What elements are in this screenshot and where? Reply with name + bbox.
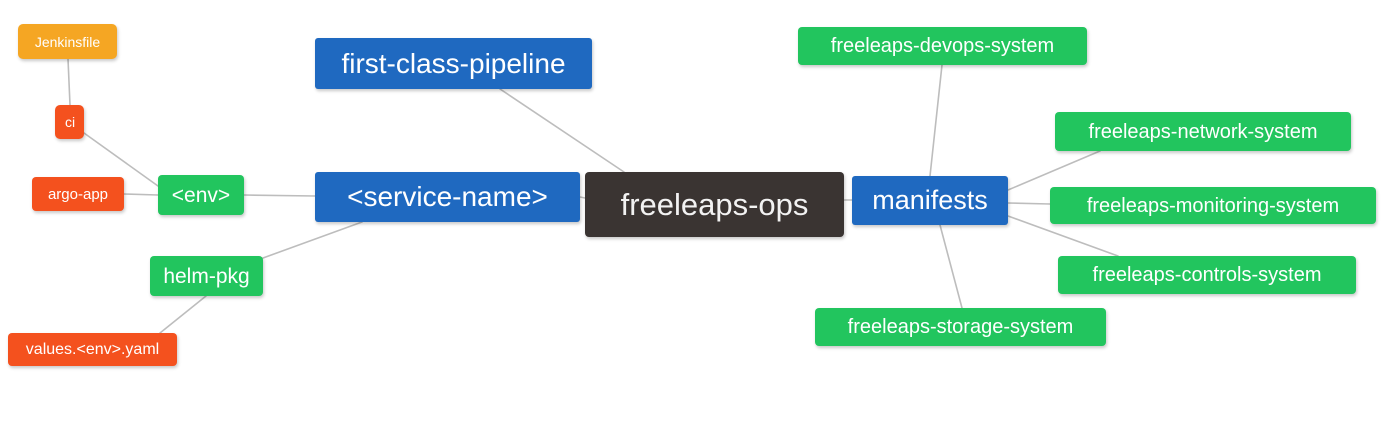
node-freeleaps-controls-system[interactable]: freeleaps-controls-system [1058, 256, 1356, 294]
node-argo-app[interactable]: argo-app [32, 177, 124, 211]
node-label-helm-pkg: helm-pkg [163, 264, 250, 288]
node-manifests[interactable]: manifests [852, 176, 1008, 225]
node-label-first-class-pipeline: first-class-pipeline [341, 47, 566, 79]
node-label-freeleaps-monitoring-system: freeleaps-monitoring-system [1086, 194, 1340, 217]
node-label-freeleaps-devops-system: freeleaps-devops-system [830, 35, 1055, 57]
node-freeleaps-monitoring-system[interactable]: freeleaps-monitoring-system [1050, 187, 1376, 224]
node-ci[interactable]: ci [55, 105, 84, 139]
edge-manifests-to-freeleaps-storage-system [939, 224, 963, 309]
edge-helm-pkg-to-service-name [262, 221, 363, 259]
node-label-freeleaps-network-system: freeleaps-network-system [1088, 120, 1318, 143]
node-label-ci: ci [65, 114, 76, 130]
node-env[interactable]: <env> [158, 175, 244, 215]
node-service-name[interactable]: <service-name> [315, 172, 580, 222]
edge-manifests-to-freeleaps-devops-system [929, 64, 943, 177]
edge-argo-app-to-env [123, 193, 159, 196]
edge-values-yaml-to-helm-pkg [159, 295, 207, 334]
edge-env-to-service-name [243, 194, 316, 197]
edge-manifests-to-freeleaps-network-system [1007, 150, 1101, 191]
node-label-freeleaps-storage-system: freeleaps-storage-system [847, 316, 1074, 338]
node-first-class-pipeline[interactable]: first-class-pipeline [315, 38, 592, 89]
edge-manifests-to-freeleaps-monitoring-system [1007, 202, 1051, 205]
edge-jenkinsfile-to-ci [67, 58, 71, 106]
edge-first-class-pipeline-to-freeleaps-ops [499, 88, 625, 173]
node-jenkinsfile[interactable]: Jenkinsfile [18, 24, 117, 59]
node-label-env: <env> [171, 183, 231, 207]
node-label-jenkinsfile: Jenkinsfile [34, 33, 101, 50]
node-label-argo-app: argo-app [47, 185, 109, 203]
node-freeleaps-storage-system[interactable]: freeleaps-storage-system [815, 308, 1106, 346]
node-values-yaml[interactable]: values.<env>.yaml [8, 333, 177, 366]
node-freeleaps-devops-system[interactable]: freeleaps-devops-system [798, 27, 1087, 65]
node-helm-pkg[interactable]: helm-pkg [150, 256, 263, 296]
node-freeleaps-network-system[interactable]: freeleaps-network-system [1055, 112, 1351, 151]
node-freeleaps-ops[interactable]: freeleaps-ops [585, 172, 844, 237]
node-label-service-name: <service-name> [347, 181, 548, 212]
node-label-freeleaps-controls-system: freeleaps-controls-system [1092, 264, 1322, 286]
node-label-values-yaml: values.<env>.yaml [25, 340, 160, 358]
node-label-freeleaps-ops: freeleaps-ops [620, 187, 809, 222]
node-label-manifests: manifests [872, 185, 988, 215]
